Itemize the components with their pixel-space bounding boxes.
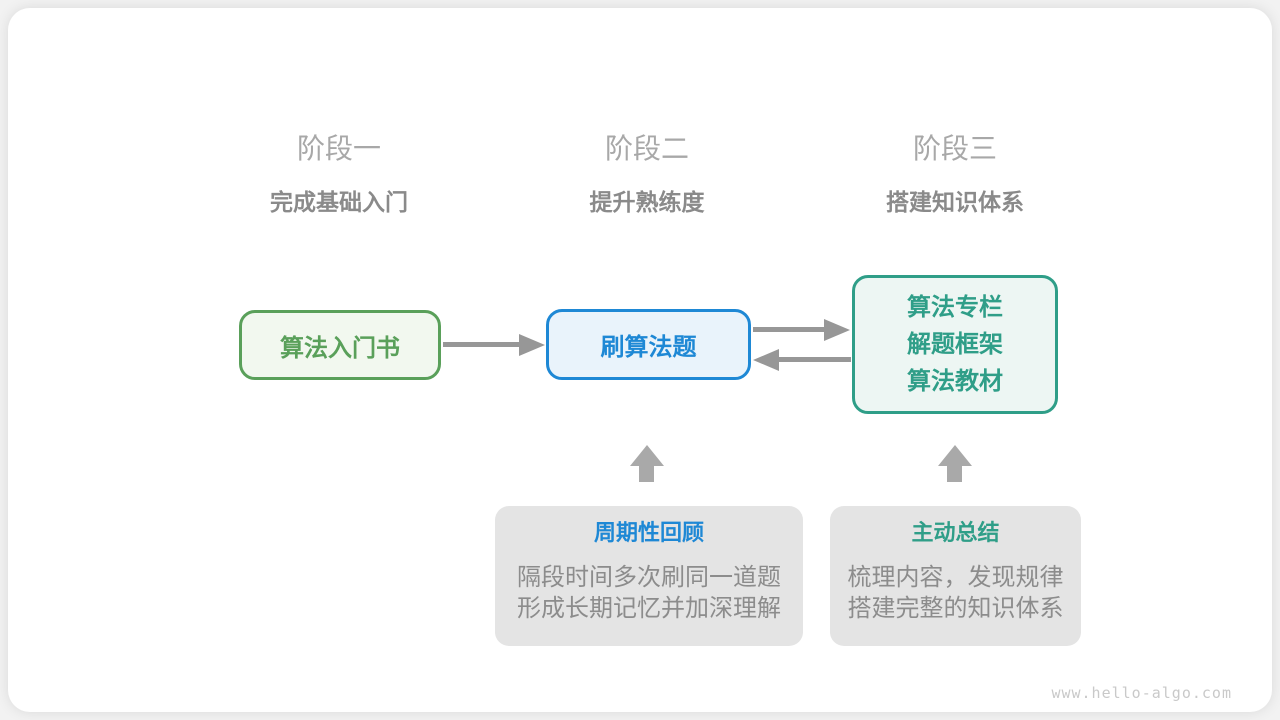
stage-3-label: 阶段三 xyxy=(912,133,997,164)
callout-summary-body: 梳理内容，发现规律 搭建完整的知识体系 xyxy=(830,562,1081,624)
up-arrow-review-head xyxy=(630,445,664,466)
callout-review: 周期性回顾 隔段时间多次刷同一道题 形成长期记忆并加深理解 xyxy=(495,506,803,646)
node-resources-line-3: 算法教材 xyxy=(907,368,1003,395)
callout-summary-line-1: 梳理内容，发现规律 xyxy=(847,564,1064,591)
arrow-resources-to-practice-shaft xyxy=(777,357,851,362)
watermark: www.hello-algo.com xyxy=(1051,684,1232,702)
node-intro-book: 算法入门书 xyxy=(239,310,441,380)
node-resources-line-1: 算法专栏 xyxy=(907,294,1003,321)
arrow-practice-to-resources-shaft xyxy=(753,327,826,332)
node-resources-line-2: 解题框架 xyxy=(907,331,1003,358)
stage-2-subtitle: 提升熟练度 xyxy=(589,189,705,215)
stage-1-label: 阶段一 xyxy=(296,133,381,164)
arrow-resources-to-practice-head xyxy=(753,349,779,371)
node-resources: 算法专栏 解题框架 算法教材 xyxy=(852,275,1058,414)
stage-header-2: 阶段二 提升熟练度 xyxy=(487,132,807,216)
stage-1-subtitle: 完成基础入门 xyxy=(270,189,408,215)
callout-review-line-2: 形成长期记忆并加深理解 xyxy=(517,595,781,622)
node-practice-label: 刷算法题 xyxy=(600,334,697,361)
callout-summary-line-2: 搭建完整的知识体系 xyxy=(847,595,1064,622)
arrow-intro-to-practice-head xyxy=(519,334,545,356)
up-arrow-review-shaft xyxy=(639,466,654,482)
callout-review-body: 隔段时间多次刷同一道题 形成长期记忆并加深理解 xyxy=(495,562,803,624)
arrow-intro-to-practice-shaft xyxy=(443,342,521,347)
stage-header-3: 阶段三 搭建知识体系 xyxy=(795,132,1115,216)
arrow-practice-to-resources-head xyxy=(824,319,850,341)
diagram-card: 阶段一 完成基础入门 阶段二 提升熟练度 阶段三 搭建知识体系 算法入门书 刷算… xyxy=(8,8,1272,712)
callout-review-title: 周期性回顾 xyxy=(593,520,704,545)
stage-3-subtitle: 搭建知识体系 xyxy=(886,189,1024,215)
stage-2-label: 阶段二 xyxy=(604,133,689,164)
node-practice: 刷算法题 xyxy=(546,309,751,380)
up-arrow-summary-shaft xyxy=(947,466,962,482)
callout-summary-title: 主动总结 xyxy=(911,520,1000,545)
callout-summary: 主动总结 梳理内容，发现规律 搭建完整的知识体系 xyxy=(830,506,1081,646)
callout-review-line-1: 隔段时间多次刷同一道题 xyxy=(517,564,781,591)
stage-header-1: 阶段一 完成基础入门 xyxy=(179,132,499,216)
up-arrow-summary-head xyxy=(938,445,972,466)
node-intro-book-label: 算法入门书 xyxy=(280,334,400,362)
